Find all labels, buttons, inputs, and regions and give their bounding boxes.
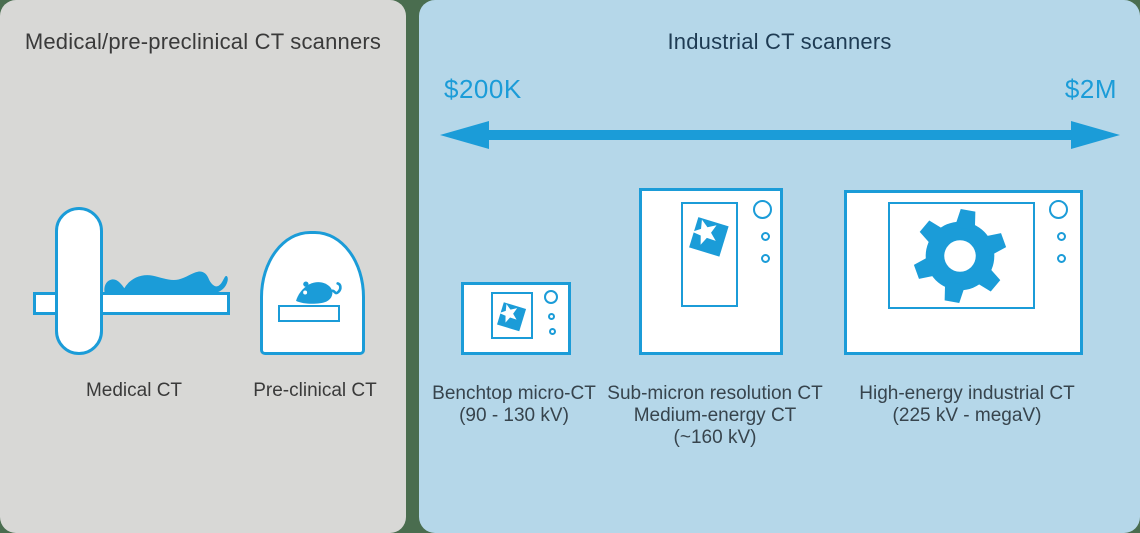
benchtop-viewing-window [491, 292, 533, 339]
control-dial-icon [1049, 200, 1068, 219]
submicron-label-line1: Sub-micron resolution CT [607, 383, 823, 404]
specimen-platform [278, 305, 340, 322]
benchtop-label-line1: Benchtop micro-CT [432, 383, 596, 404]
medical-panel: Medical/pre-preclinical CT scanners Medi… [0, 0, 406, 533]
scanner-dome [260, 231, 365, 355]
control-dial-icon [761, 254, 770, 263]
submicron-viewing-window [681, 202, 738, 307]
control-dial-icon [753, 200, 772, 219]
benchtop-micro-ct-illustration [461, 282, 571, 355]
submicron-label: Sub-micron resolution CT Medium-energy C… [605, 383, 825, 449]
control-dial-icon [761, 232, 770, 241]
preclinical-ct-label: Pre-clinical CT [253, 380, 377, 401]
highenergy-label: High-energy industrial CT (225 kV - mega… [857, 383, 1077, 427]
preclinical-ct-illustration [260, 231, 371, 357]
mouse-icon [296, 281, 342, 304]
price-min-label: $200K [444, 74, 522, 104]
submicron-label-line2: Medium-energy CT [633, 405, 797, 426]
benchtop-label-line2: (90 - 130 kV) [459, 405, 569, 426]
industrial-panel-title: Industrial CT scanners [667, 29, 892, 54]
benchtop-label: Benchtop micro-CT (90 - 130 kV) [424, 383, 604, 427]
gear-part-icon [913, 209, 1007, 303]
submicron-ct-illustration [639, 188, 783, 355]
medical-panel-title: Medical/pre-preclinical CT scanners [24, 29, 382, 54]
sample-star-icon [497, 302, 527, 332]
control-dial-icon [549, 328, 556, 335]
highenergy-label-line2: (225 kV - megaV) [892, 405, 1042, 426]
highenergy-label-line1: High-energy industrial CT [859, 383, 1075, 404]
highenergy-ct-illustration [844, 190, 1083, 355]
patient-silhouette-icon [104, 271, 228, 294]
medical-ct-illustration [33, 205, 235, 357]
control-dial-icon [1057, 254, 1066, 263]
medical-ct-label: Medical CT [85, 380, 183, 401]
industrial-panel: Industrial CT scanners $200K $2M [419, 0, 1140, 533]
control-dial-icon [1057, 232, 1066, 241]
ct-gantry-ring [55, 207, 103, 355]
control-dial-icon [544, 290, 558, 304]
control-dial-icon [548, 313, 555, 320]
price-range-arrow-icon [440, 121, 1120, 149]
submicron-label-line3: (~160 kV) [673, 427, 757, 448]
sample-star-icon [689, 217, 729, 257]
highenergy-viewing-window [888, 202, 1035, 309]
price-max-label: $2M [1064, 74, 1117, 104]
